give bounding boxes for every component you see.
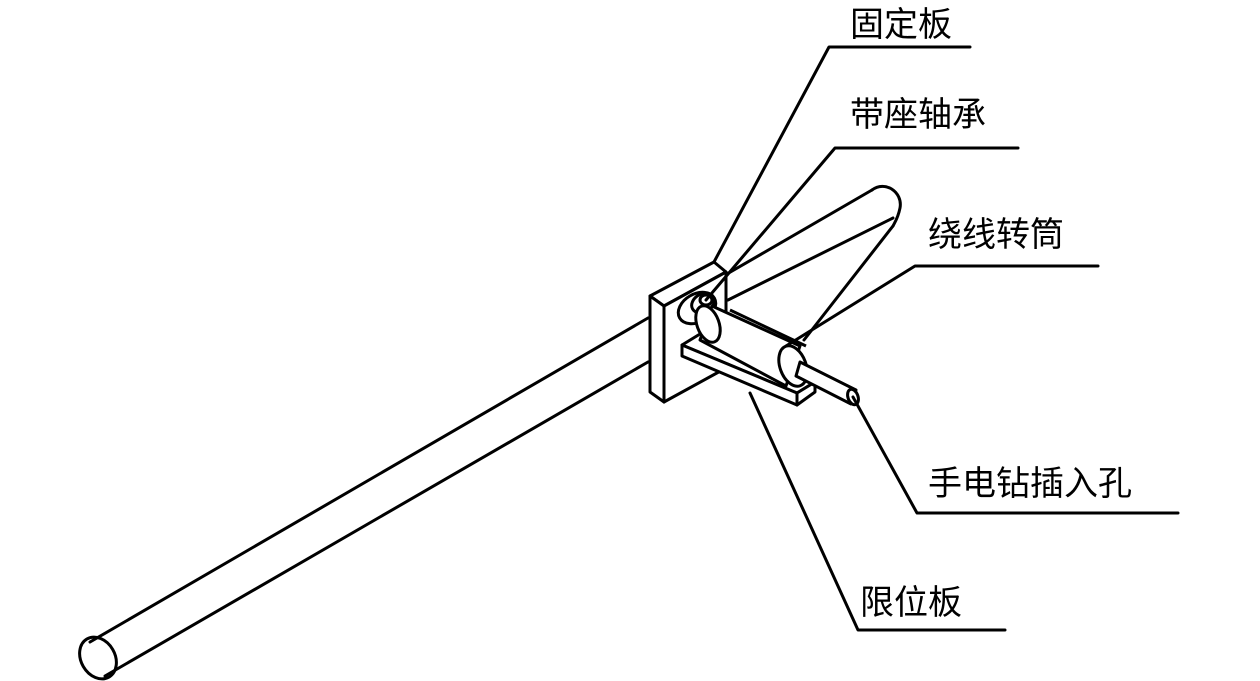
rod-lower-edge-back xyxy=(726,216,895,302)
leader-fixed-plate xyxy=(712,45,972,264)
labels: 固定板 带座轴承 绕线转筒 手电钻插入孔 限位板 xyxy=(850,5,1132,623)
rod-lower-edge xyxy=(103,360,650,678)
leader-drill-insert-hole xyxy=(851,395,1180,515)
leader-pillow-block-bearing xyxy=(704,146,1020,302)
main-rod xyxy=(78,184,902,681)
leader-winding-drum xyxy=(784,264,1100,348)
rod-lower-edge-back-2 xyxy=(802,224,895,342)
rod-upper-edge xyxy=(88,316,650,644)
limit-plate-edge xyxy=(795,380,817,407)
leader-limit-plate xyxy=(748,391,1007,632)
fixed-plate-front xyxy=(648,294,666,404)
label-winding-drum: 绕线转筒 xyxy=(928,215,1064,255)
label-limit-plate: 限位板 xyxy=(860,583,962,623)
rod-far-end-cap xyxy=(870,184,902,228)
label-pillow-block-bearing: 带座轴承 xyxy=(850,95,986,135)
rod-end-face xyxy=(78,635,118,681)
label-fixed-plate: 固定板 xyxy=(850,5,952,45)
leader-lines xyxy=(704,45,1180,632)
label-drill-insert-hole: 手电钻插入孔 xyxy=(928,464,1132,504)
rod-upper-edge-back xyxy=(718,188,874,280)
drum-back-face xyxy=(694,304,722,344)
